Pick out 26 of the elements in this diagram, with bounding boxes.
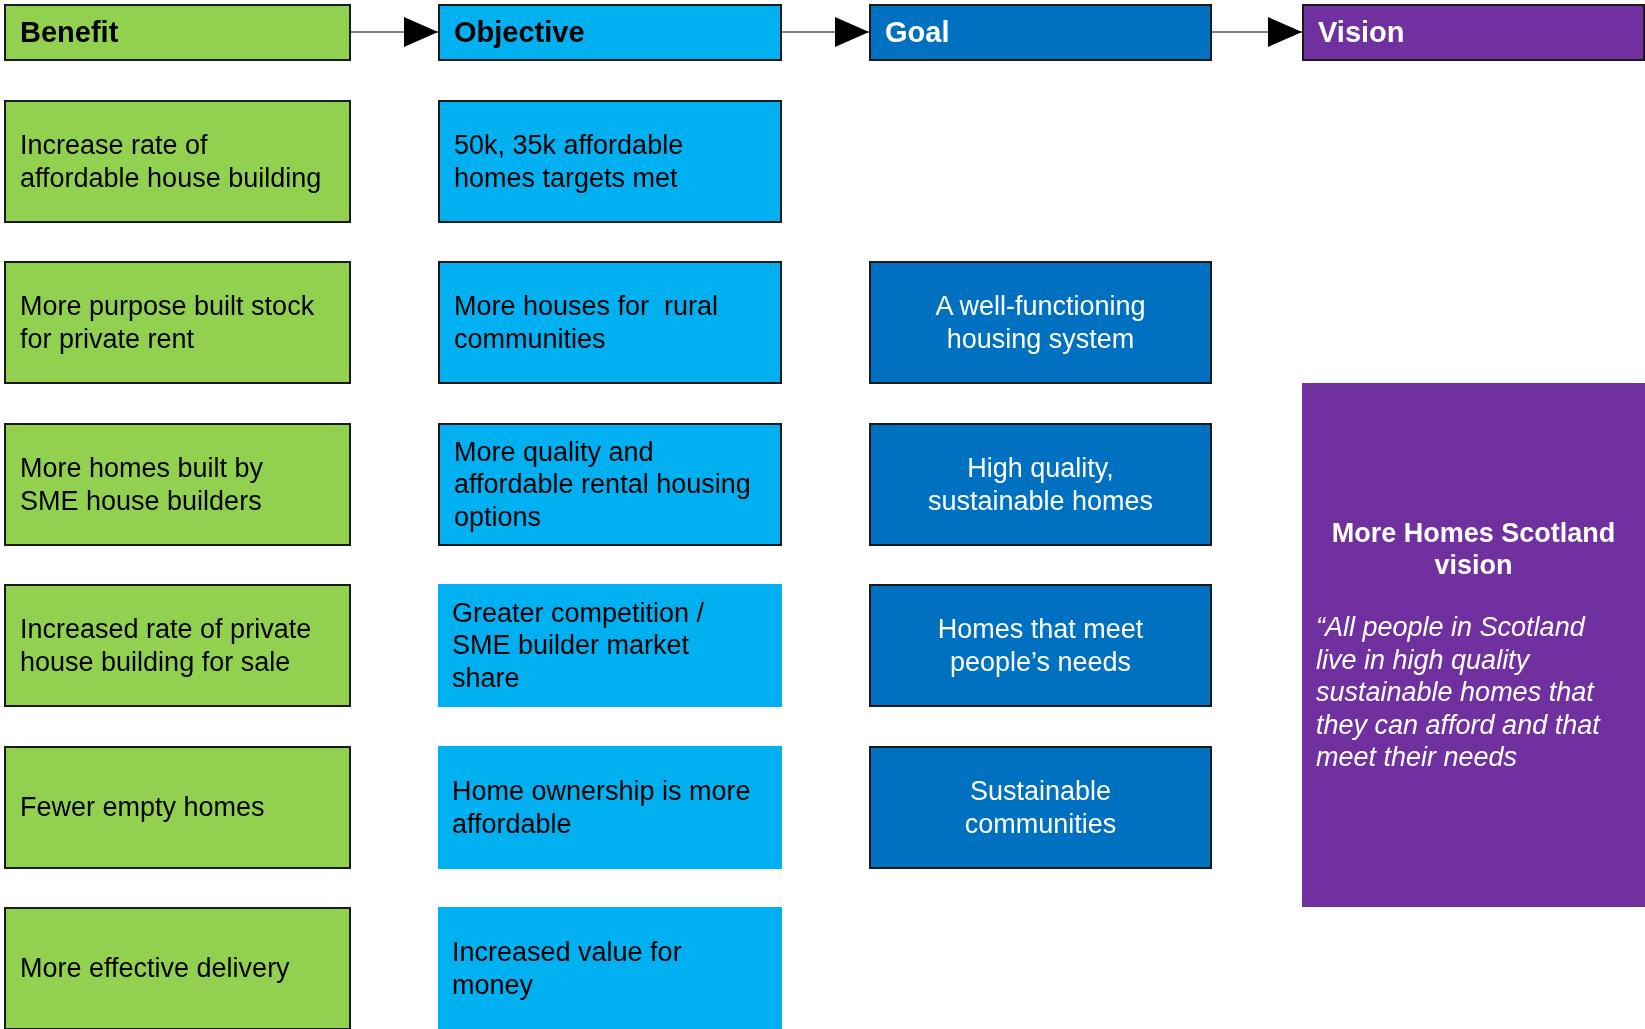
column-header: Goal bbox=[869, 4, 1212, 61]
objective-box: Greater competition / SME builder market share bbox=[438, 584, 782, 707]
benefit-box: More effective delivery bbox=[4, 907, 351, 1029]
objective-box: Increased value for money bbox=[438, 907, 782, 1029]
objective-box: 50k, 35k affordable homes targets met bbox=[438, 100, 782, 223]
benefit-box: More homes built by SME house builders bbox=[4, 423, 351, 546]
objective-box: More houses for rural communities bbox=[438, 261, 782, 384]
objective-box: Home ownership is more affordable bbox=[438, 746, 782, 869]
goal-box: High quality, sustainable homes bbox=[869, 423, 1212, 546]
vision-quote: “All people in Scotland live in high quality sustainable homes that they can afford and that meet their needs bbox=[1316, 611, 1602, 774]
column-header: Vision bbox=[1302, 4, 1645, 61]
benefit-box: More purpose built stock for private rent bbox=[4, 261, 351, 384]
vision-heading: More Homes Scotland vision bbox=[1330, 516, 1617, 582]
goal-box: Sustainable communities bbox=[869, 746, 1212, 869]
column-header: Benefit bbox=[4, 4, 351, 61]
vision-box bbox=[1302, 383, 1645, 907]
objective-box: More quality and affordable rental housing options bbox=[438, 423, 782, 546]
arrow bbox=[350, 17, 439, 47]
goal-box: Homes that meet people’s needs bbox=[869, 584, 1212, 707]
goal-box: A well-functioning housing system bbox=[869, 261, 1212, 384]
arrow bbox=[1211, 17, 1303, 47]
arrow bbox=[781, 17, 870, 47]
benefit-box: Increased rate of private house building for sale bbox=[4, 584, 351, 707]
benefit-box: Increase rate of affordable house building bbox=[4, 100, 351, 223]
column-header: Objective bbox=[438, 4, 782, 61]
benefit-box: Fewer empty homes bbox=[4, 746, 351, 869]
